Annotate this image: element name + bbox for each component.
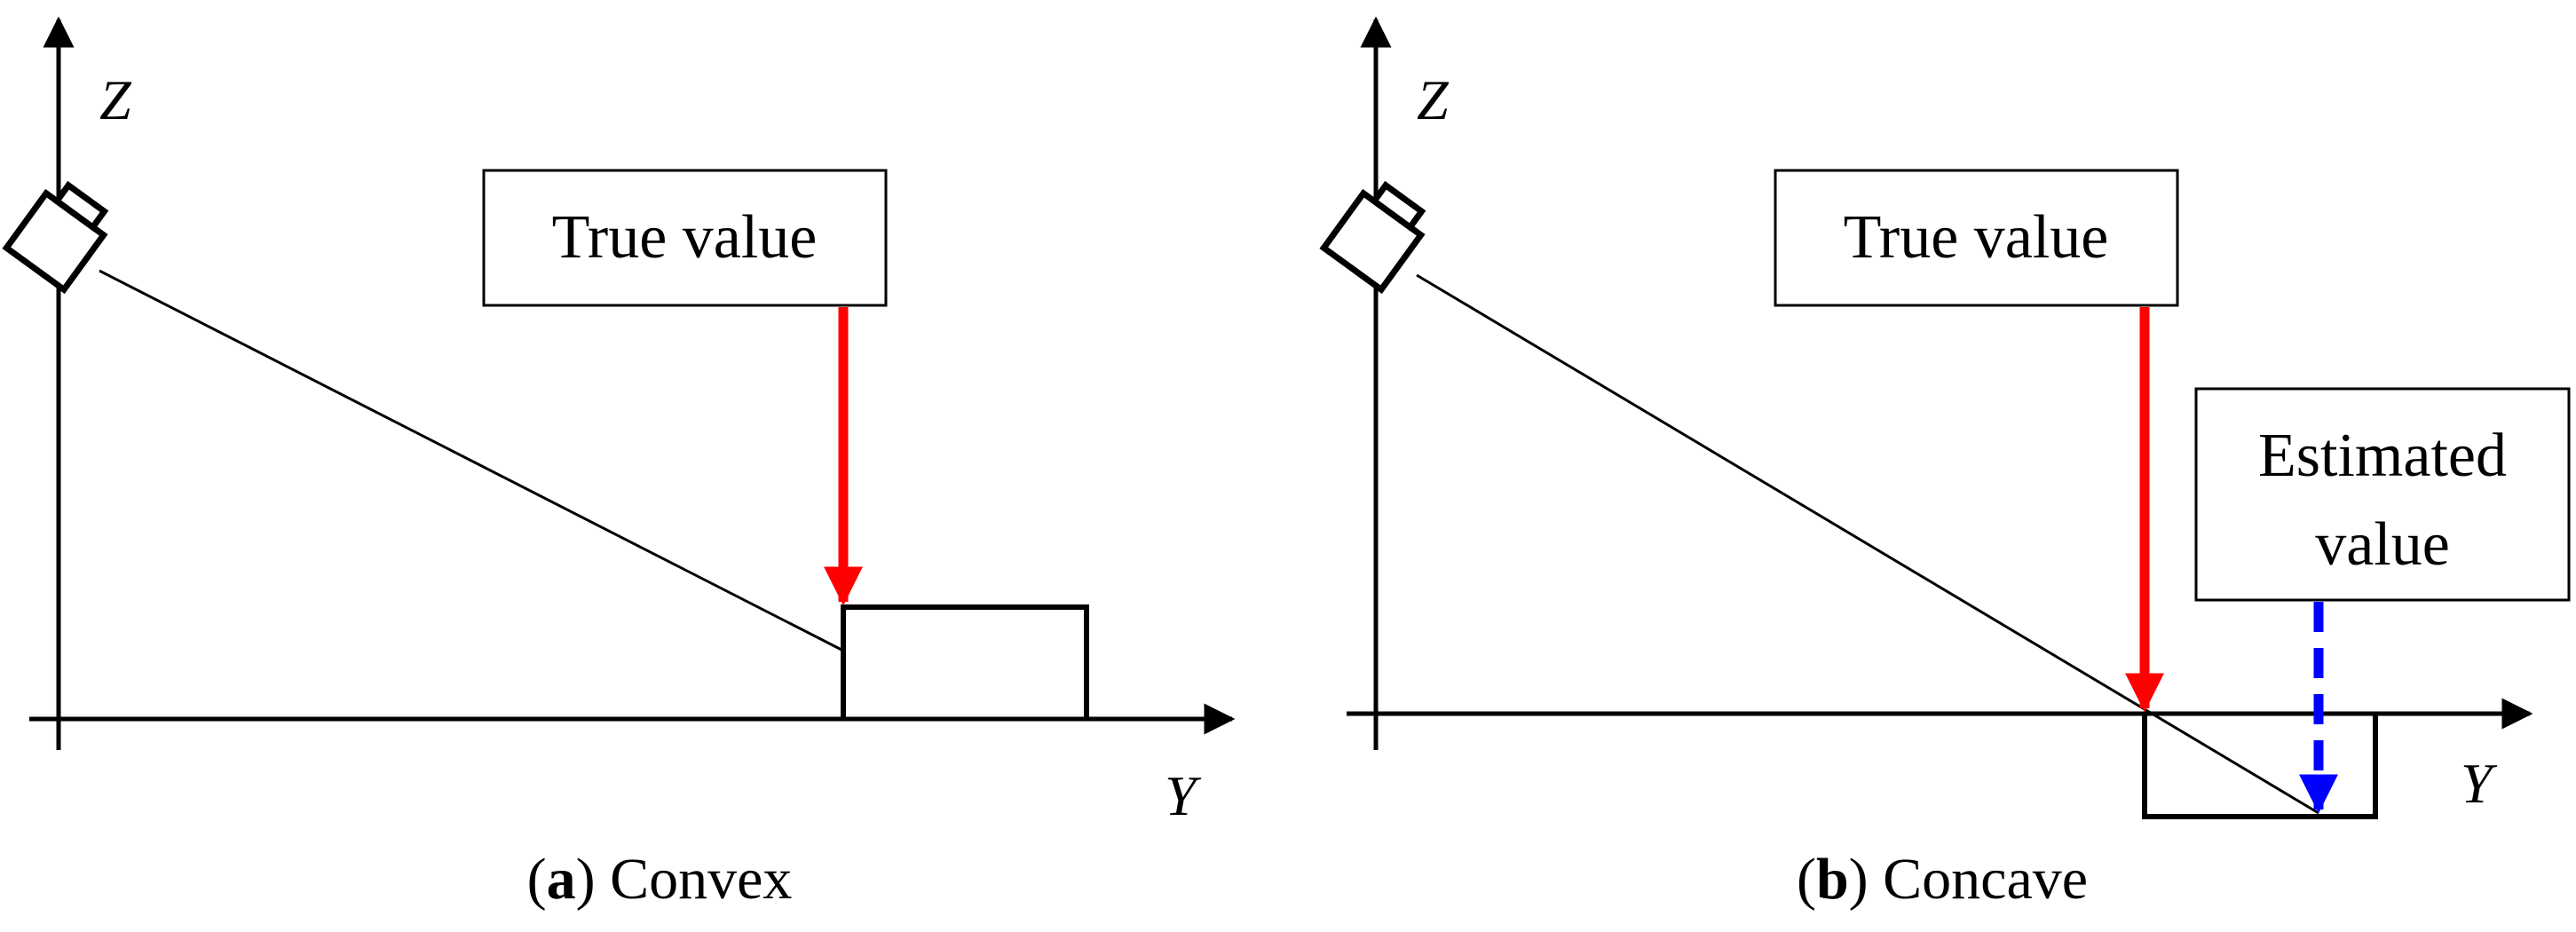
z-axis-label: Z [1417, 68, 1450, 131]
y-axis-label: Y [2461, 752, 2498, 815]
estimated-value-label-line2: value [2315, 510, 2450, 579]
caption-text: Concave [1883, 847, 2088, 912]
caption-letter: a [547, 847, 576, 912]
camera-icon [1319, 180, 1426, 295]
panel-concave: Z Y True value Estimated value (b) Conca… [1319, 16, 2571, 912]
caption-text: Convex [610, 847, 792, 912]
caption-paren-close: ) [1849, 847, 1883, 912]
caption-concave: (b) Concave [1797, 847, 2088, 912]
z-axis-label: Z [99, 68, 132, 131]
true-value-label: True value [552, 203, 818, 272]
line-of-sight [1416, 273, 2319, 815]
true-value-box [482, 169, 888, 307]
line-of-sight [99, 269, 842, 652]
y-axis-label: Y [1165, 764, 1202, 827]
camera-icon [2, 180, 109, 295]
true-value-box [1774, 169, 2179, 307]
estimated-value-box [2194, 387, 2571, 602]
convex-object [841, 604, 1089, 719]
caption-letter: b [1816, 847, 1849, 912]
true-value-label: True value [1844, 203, 2109, 272]
caption-convex: (a) Convex [527, 847, 793, 912]
caption-paren-close: ) [576, 847, 610, 912]
estimated-value-label-line1: Estimated [2258, 422, 2507, 490]
concave-object [2142, 714, 2378, 819]
panel-convex: Z Y True value (a) Convex [2, 16, 1236, 912]
caption-paren-open: ( [527, 847, 547, 912]
caption-paren-open: ( [1797, 847, 1816, 912]
